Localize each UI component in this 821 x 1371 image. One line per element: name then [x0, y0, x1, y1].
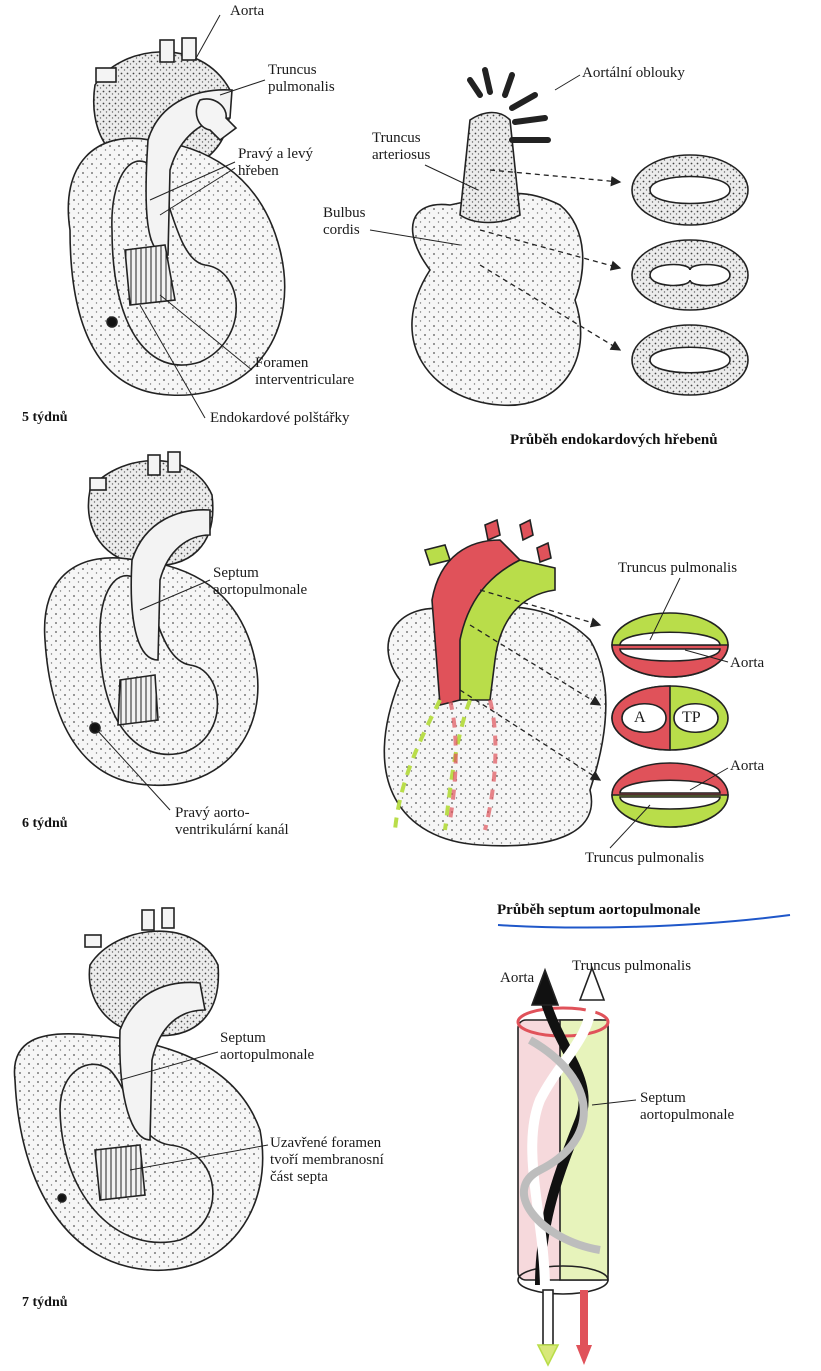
heart-7-weeks: [14, 908, 268, 1270]
label-closed-foramen: Uzavřené foramen tvoří membranosní část …: [270, 1135, 384, 1186]
heart-5-weeks: [68, 15, 284, 418]
bulbus-body: [412, 193, 583, 405]
label-truncus-spiral: Truncus pulmonalis: [572, 958, 691, 975]
stage-7-weeks: 7 týdnů: [22, 1295, 68, 1311]
spiral-septum: [518, 968, 636, 1365]
label-truncus-arteriosus: Truncus arteriosus: [372, 130, 430, 164]
caption-septum-prefix: Průběh: [497, 902, 548, 918]
label-aorta-spiral: Aorta: [500, 970, 534, 987]
label-foramen: Foramen interventriculare: [255, 355, 354, 389]
aortic-vessel-2: [182, 38, 196, 60]
label-bulbus-cordis: Bulbus cordis: [323, 205, 366, 239]
label-ridges: Pravý a levý hřeben: [238, 146, 313, 180]
label-truncus-5w: Truncus pulmonalis: [268, 62, 335, 96]
label-truncus-bottom: Truncus pulmonalis: [585, 850, 704, 867]
foramen-dot: [107, 317, 117, 327]
stage-5-weeks: 5 týdnů: [22, 410, 68, 426]
label-truncus-top: Truncus pulmonalis: [618, 560, 737, 577]
section-3: [612, 763, 728, 827]
ridges-course-heart: [370, 70, 748, 405]
section-2: [612, 686, 728, 750]
label-septum-spiral: Septum aortopulmonale: [640, 1090, 734, 1124]
label-septum-6w: Septum aortopulmonale: [213, 565, 307, 599]
label-aortic-arches: Aortální oblouky: [582, 65, 685, 82]
section-1: [612, 613, 728, 677]
caption-ridges-course: Průběh endokardových hřebenů: [510, 432, 718, 449]
heart-6-weeks: [45, 452, 258, 810]
truncus-tube: [460, 113, 520, 223]
label-aorta-5w: Aorta: [230, 3, 264, 20]
aortic-vessel-1: [160, 40, 174, 62]
stage-6-weeks: 6 týdnů: [22, 816, 68, 832]
label-aorta-section-1: Aorta: [730, 655, 764, 672]
label-a: A: [634, 709, 646, 726]
caption-septum-underlined: septum aortopulmonale: [548, 902, 700, 918]
label-tp: TP: [682, 709, 701, 726]
label-septum-7w: Septum aortopulmonale: [220, 1030, 314, 1064]
aortic-vessel-3: [96, 68, 116, 82]
label-cushions: Endokardové polštářky: [210, 410, 350, 427]
label-aorta-section-3: Aorta: [730, 758, 764, 775]
label-channel: Pravý aorto- ventrikulární kanál: [175, 805, 289, 839]
caption-septum-course: Průběh septum aortopulmonale: [497, 902, 700, 919]
